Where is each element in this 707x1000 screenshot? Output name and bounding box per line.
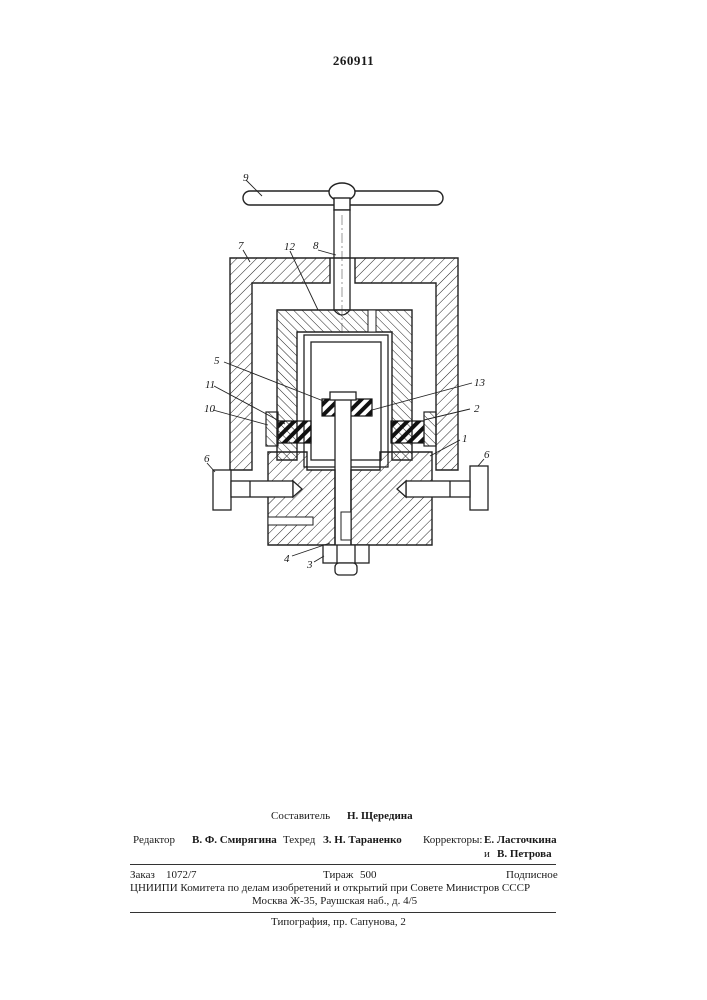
label-12: 12 <box>284 241 296 253</box>
label-11: 11 <box>205 379 215 391</box>
label-9: 9 <box>243 172 249 184</box>
label-3: 3 <box>306 559 313 571</box>
t-handle <box>243 183 443 210</box>
label-8: 8 <box>313 240 319 252</box>
label-2: 2 <box>474 403 480 415</box>
label-1: 1 <box>462 433 468 445</box>
label-7: 7 <box>238 240 244 252</box>
label-4: 4 <box>284 553 290 565</box>
label-6-left: 6 <box>204 453 210 465</box>
label-6-right: 6 <box>484 449 490 461</box>
bottom-nut <box>323 545 369 575</box>
label-13: 13 <box>474 377 486 389</box>
label-10: 10 <box>204 403 216 415</box>
label-5: 5 <box>214 355 220 367</box>
